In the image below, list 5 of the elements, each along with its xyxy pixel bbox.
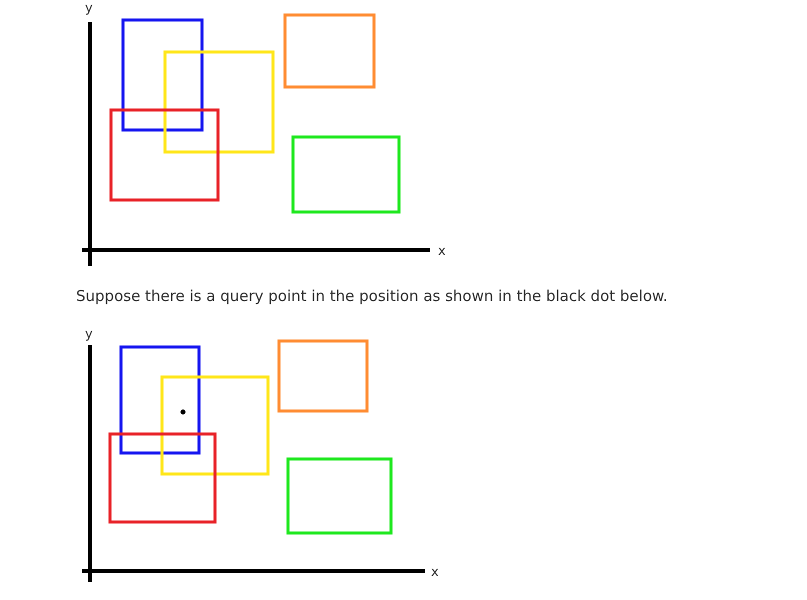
sentence: Suppose there is a query point in the position as shown in the black dot below. xyxy=(76,289,668,304)
axis-label: y xyxy=(85,2,93,15)
axis-label: x xyxy=(431,566,439,579)
axis-label: y xyxy=(85,328,93,341)
axis-label: x xyxy=(438,245,446,258)
